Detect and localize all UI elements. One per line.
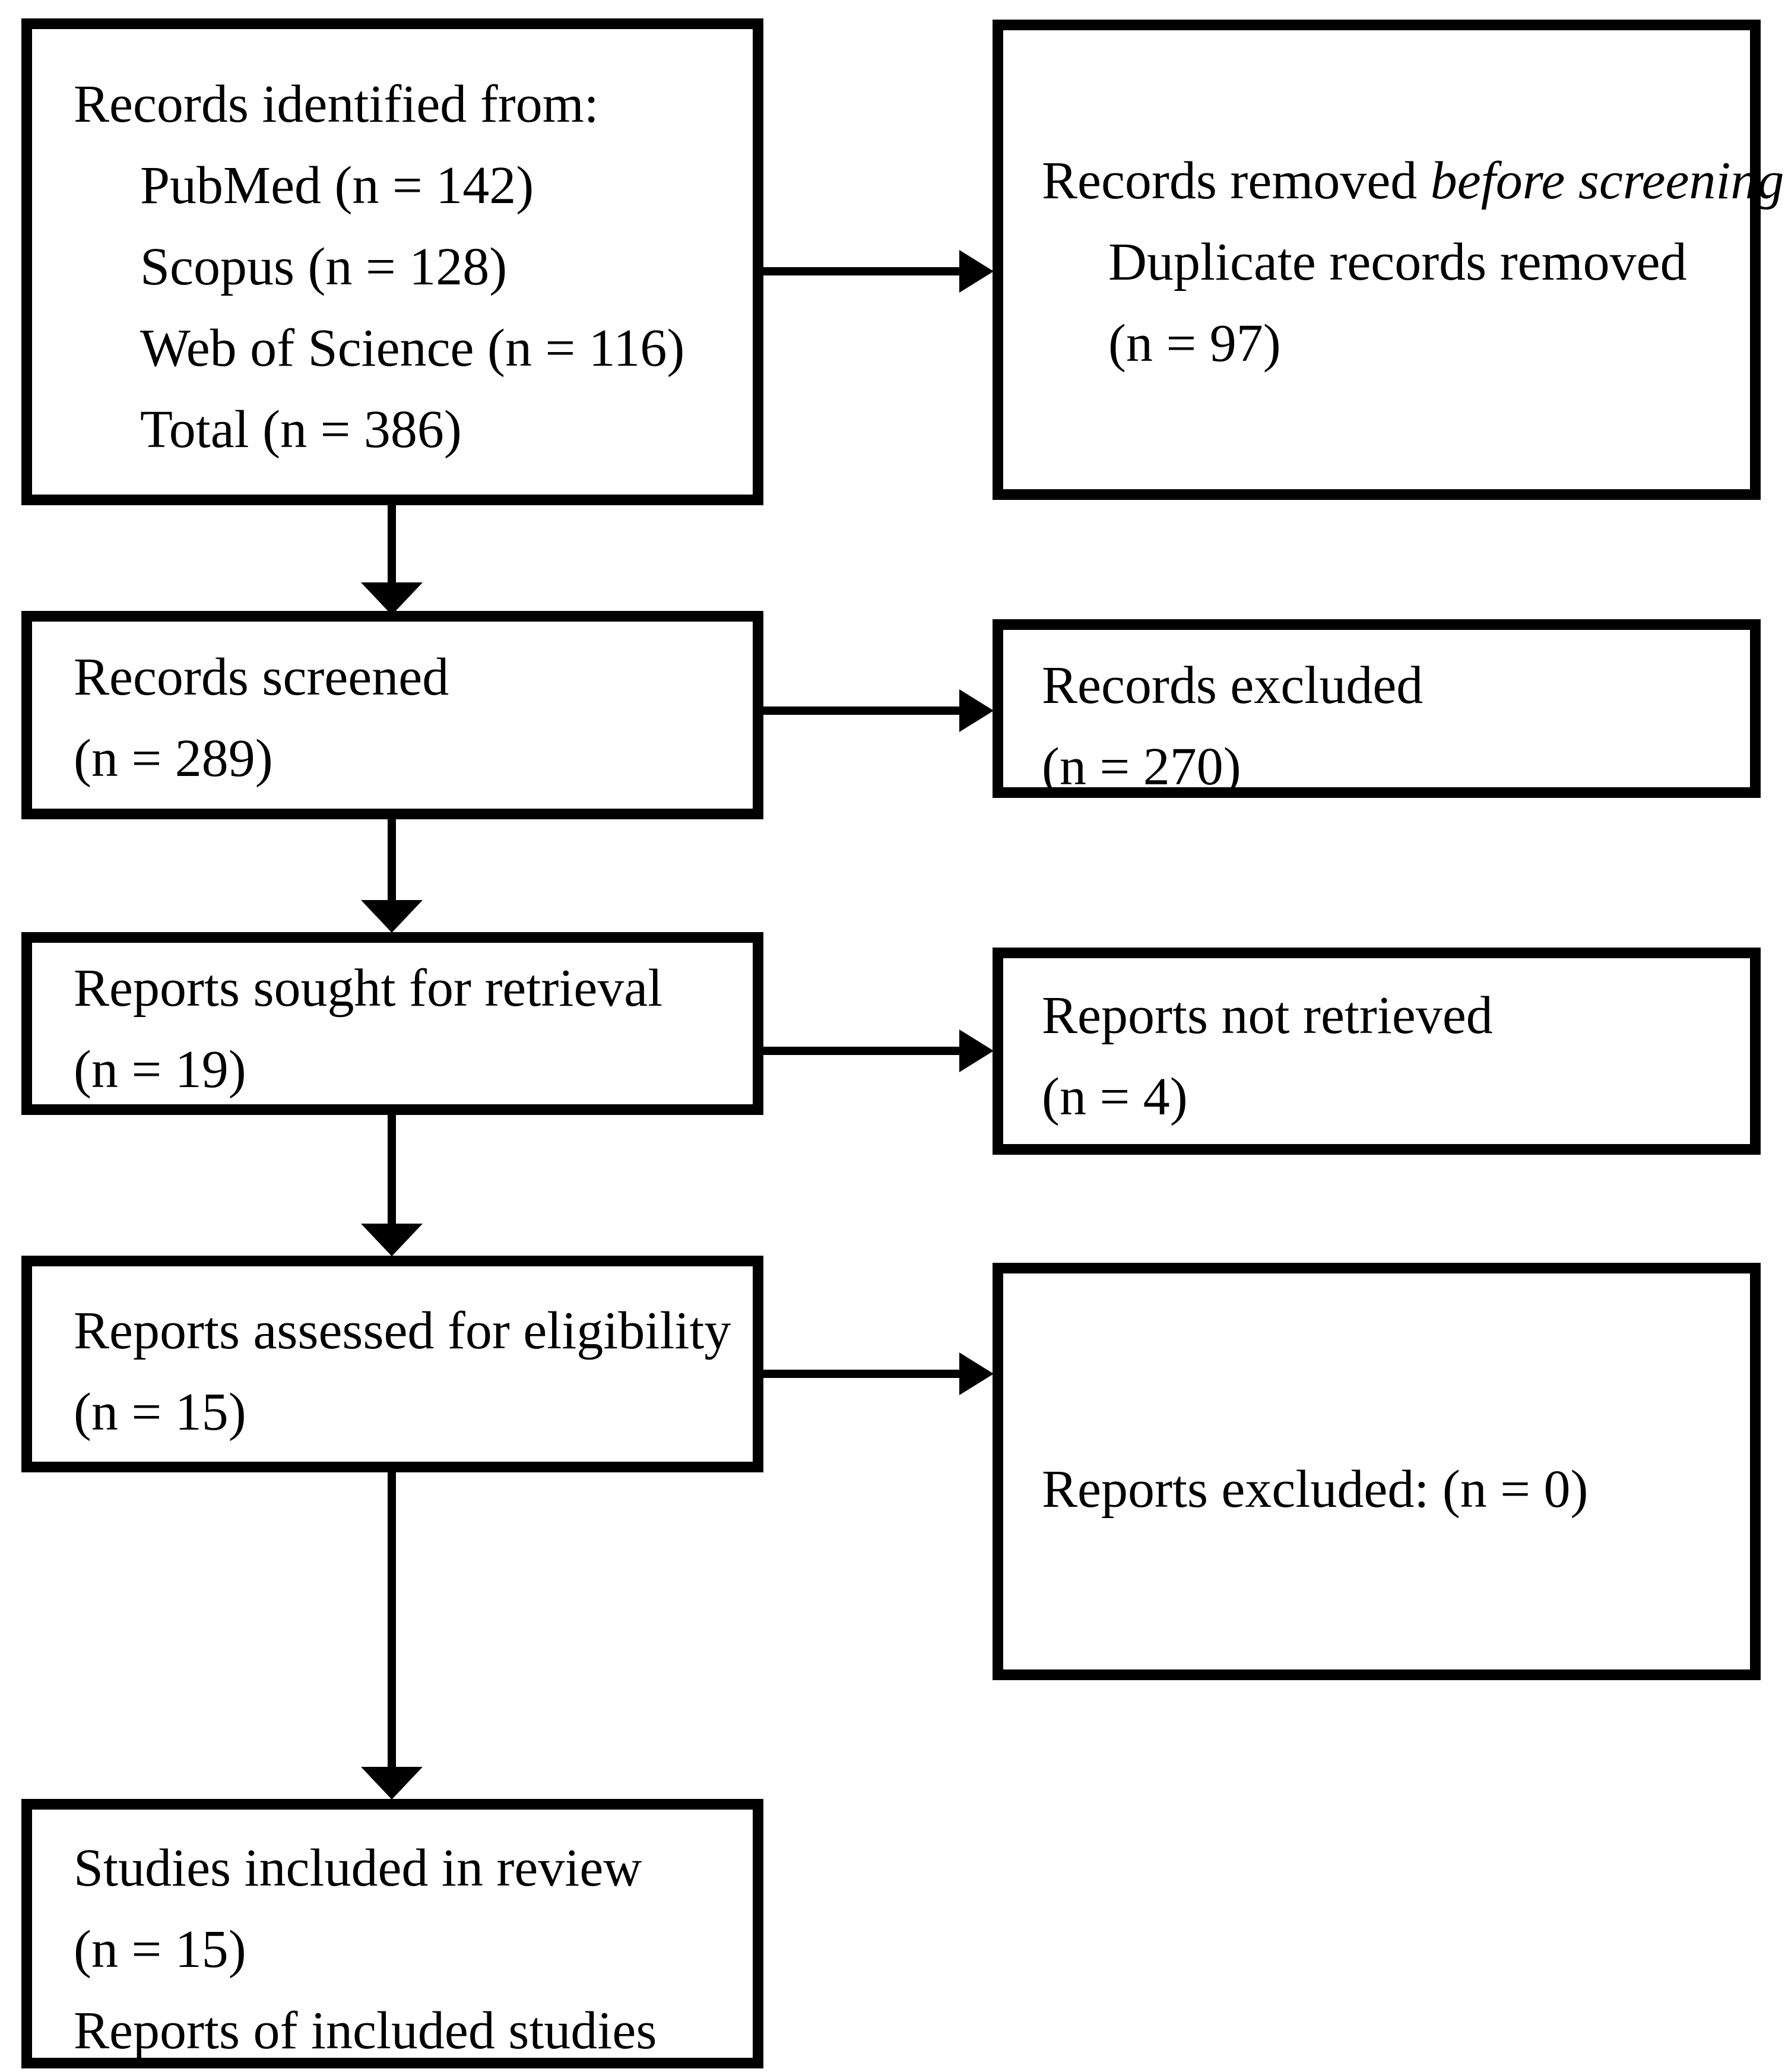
box-title: Records identified from: <box>74 75 599 134</box>
arrow-down-sought-to-assessed-shaft <box>388 1111 396 1225</box>
box-title: Records screened <box>74 648 449 706</box>
box-count: (n = 270) <box>1042 737 1241 796</box>
box-records-excluded: Records excluded (n = 270) <box>993 619 1761 798</box>
box-count: (n = 289) <box>74 729 273 788</box>
box-line: Duplicate records removed <box>1108 233 1687 292</box>
box-title-italic: before screening <box>1430 151 1784 210</box>
box-line: (n = 97) <box>1108 314 1281 373</box>
box-reports-assessed: Reports assessed for eligibility (n = 15… <box>21 1256 763 1472</box>
box-title: Reports sought for retrieval <box>74 959 663 1018</box>
arrow-right-identified-to-removed-shaft <box>760 267 962 275</box>
box-count: (n = 4) <box>1042 1067 1188 1126</box>
box-title: Records excluded <box>1042 656 1423 715</box>
box-count: (n = 15) <box>74 1920 246 1979</box>
arrow-down-assessed-to-included-shaft <box>388 1469 396 1769</box>
box-title: Records removed before screening: <box>1042 140 1785 221</box>
arrow-right-screened-to-excluded-head <box>959 689 994 732</box>
box-line: Web of Science (n = 116) <box>140 319 685 378</box>
box-line: Reports of included studies <box>74 2001 657 2060</box>
box-records-screened: Records screened (n = 289) <box>21 611 763 819</box>
box-title-text: Records removed <box>1042 151 1431 210</box>
box-title: Reports assessed for eligibility <box>74 1301 731 1360</box>
arrow-down-sought-to-assessed-head <box>361 1224 423 1256</box>
arrow-right-sought-to-not-retrieved-head <box>959 1029 994 1072</box>
arrow-down-identified-to-screened-shaft <box>388 502 396 584</box>
box-records-identified: Records identified from: PubMed (n = 142… <box>21 18 763 505</box>
arrow-right-identified-to-removed-head <box>959 250 994 293</box>
arrow-right-screened-to-excluded-shaft <box>760 706 962 715</box>
arrow-down-assessed-to-included-head <box>361 1767 423 1799</box>
arrow-down-screened-to-sought-shaft <box>388 816 396 902</box>
box-reports-sought: Reports sought for retrieval (n = 19) <box>21 932 763 1115</box>
arrow-right-assessed-to-excluded-shaft <box>760 1370 962 1378</box>
box-title: Reports not retrieved <box>1042 986 1493 1045</box>
box-title: Reports excluded: (n = 0) <box>1042 1460 1589 1519</box>
box-line: PubMed (n = 142) <box>140 156 534 215</box>
box-studies-included: Studies included in review (n = 15) Repo… <box>21 1799 763 2068</box>
box-records-removed: Records removed before screening: Duplic… <box>993 20 1785 500</box>
arrow-right-sought-to-not-retrieved-shaft <box>760 1047 962 1055</box>
box-line: Total (n = 386) <box>140 400 462 459</box>
box-title: Studies included in review <box>74 1839 642 1897</box>
box-reports-excluded: Reports excluded: (n = 0) <box>993 1263 1761 1680</box>
arrow-right-assessed-to-excluded-head <box>959 1352 994 1395</box>
box-count: (n = 15) <box>74 1383 246 1441</box>
box-count: (n = 19) <box>74 1040 246 1099</box>
arrow-down-screened-to-sought-head <box>361 900 423 933</box>
box-reports-not-retrieved: Reports not retrieved (n = 4) <box>993 948 1761 1155</box>
box-title-colon: : <box>1784 151 1785 210</box>
box-line: Scopus (n = 128) <box>140 237 508 296</box>
arrow-down-identified-to-screened-head <box>361 582 423 615</box>
